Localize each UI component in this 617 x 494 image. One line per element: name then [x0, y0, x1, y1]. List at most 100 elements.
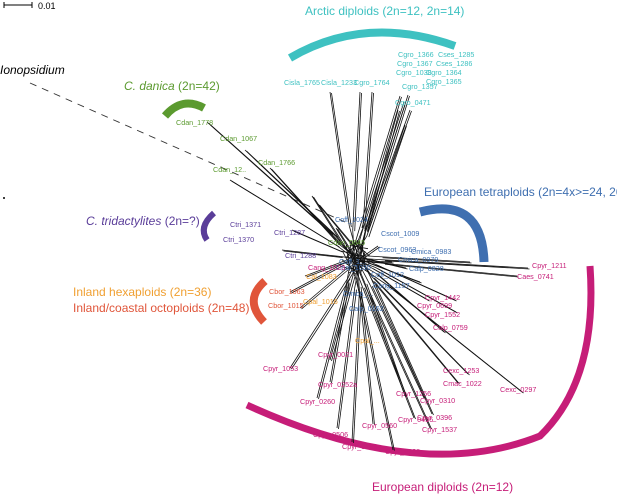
tridactylites-arc: [200, 210, 217, 242]
tip-label: Cgro_1367: [397, 59, 433, 68]
european-arc: [245, 265, 595, 458]
network-edge: [330, 233, 355, 259]
danica-tips: Cdan_1778 Cdan_1067 Cdan_1766 Cdan_12..: [176, 118, 295, 174]
arctic-arc: [287, 28, 457, 62]
network-edge: [304, 258, 349, 277]
european-tips: Cpyr_1211 Caes_0741 Cpyr_1442 Cpyr_0699 …: [263, 261, 567, 456]
network-edge: [337, 228, 355, 256]
tip-label: Ctri_1370: [223, 235, 254, 244]
network-edge: [360, 231, 367, 259]
network-edge: [384, 263, 519, 278]
tip-label: Cisla_1765: [284, 78, 320, 87]
tridactylites-count: (2n=?): [161, 214, 199, 228]
network-edge: [348, 226, 358, 256]
tip-label: Cmica_0979: [398, 255, 438, 264]
tip-label: Cpyr_0198: [342, 442, 377, 451]
tip-label: Cdan_0645: [328, 238, 365, 247]
network-edge: [352, 91, 361, 231]
network-edge: [364, 94, 409, 231]
tip-label: Cdan_1778: [176, 118, 213, 127]
tip-label: Cgro_1764: [354, 78, 390, 87]
tip-label: Cpyr_1256: [396, 389, 431, 398]
network-edge: [311, 195, 345, 248]
tip-label: Cpyr_0396: [417, 413, 452, 422]
network-edge: [281, 249, 341, 257]
tip-label: Cpyr_0260: [300, 397, 335, 406]
tridactylites-label: C. tridactylites (2n=?): [86, 214, 200, 228]
outgroup-label: Ionopsidium: [0, 63, 65, 77]
tip-label: Ctri_1371: [230, 220, 261, 229]
network-edge: [377, 268, 458, 314]
network-edge: [358, 290, 394, 451]
arctic-tips: Cgro_1366 Cgro_1367 Cgro_1038 Cgro_1764 …: [284, 50, 474, 107]
danica-name: C. danica: [124, 79, 175, 93]
tip-label: Cbor_1063: [269, 287, 305, 296]
tip-label: Cpyr_1211: [532, 261, 567, 270]
network-edge: [351, 293, 360, 443]
tip-label: Coff_1012: [371, 270, 404, 279]
network-edge: [319, 204, 356, 248]
arctic-label: Arctic diploids (2n=12, 2n=14): [305, 4, 464, 18]
network-edge: [348, 254, 352, 260]
network-edge: [318, 282, 350, 400]
tip-label: Cpyr_0252a: [318, 380, 357, 389]
network-edge: [316, 281, 348, 399]
network-edge: [301, 269, 349, 310]
tip-label: Cexc_1253: [443, 366, 479, 375]
network-edge: [289, 263, 343, 293]
octoploid-arc: [249, 277, 268, 325]
network-edge: [375, 284, 434, 416]
tip-label: Cpyr_0456: [398, 415, 433, 424]
tip-label: Cdan_12..: [213, 165, 246, 174]
tip-label: Cpyr_1053: [263, 364, 298, 373]
network-edge: [382, 257, 472, 264]
network-edge: [362, 91, 373, 229]
tip-label: Cmac_1022: [443, 379, 482, 388]
network-edge: [382, 259, 529, 269]
tip-label: Coff_1024: [335, 215, 368, 224]
network-edge: [354, 92, 362, 232]
network-edge: [345, 260, 361, 270]
network-edge: [208, 122, 334, 235]
network-edge: [340, 250, 361, 256]
dot-marker: [3, 197, 5, 199]
network-edge: [360, 286, 375, 426]
scale-bar-label: 0.01: [38, 1, 56, 11]
tip-label: Calp_0759: [433, 323, 468, 332]
tip-label: Cgro_0471: [395, 98, 431, 107]
network-edge: [291, 278, 351, 370]
network-edge: [373, 283, 433, 415]
network-edge: [369, 285, 425, 399]
tip-label: Cdan_1766: [258, 158, 295, 167]
tip-label: Cscot_1009: [381, 229, 419, 238]
tip-label: Cpyr_1442: [425, 293, 460, 302]
tip-label: Cpyr_0310: [420, 396, 455, 405]
tip-label: Ctri_1288: [285, 251, 316, 260]
tip-label: Cal_1083: [306, 272, 337, 281]
danica-label: C. danica (2n=42): [124, 79, 220, 93]
tip-label: Cisla_1233: [321, 78, 357, 87]
tip-label: Cbor_1015: [268, 301, 304, 310]
tridactylites-name: C. tridactylites: [86, 214, 161, 228]
network-edge: [366, 290, 431, 429]
tip-label: Caes_0741: [517, 272, 554, 281]
network-edge: [384, 260, 530, 270]
network-edge: [299, 268, 347, 309]
tip-label: Cpal_...: [355, 336, 380, 345]
network-edge: [372, 280, 459, 384]
network-edge: [374, 281, 460, 385]
network-edge: [371, 276, 469, 375]
network-edge: [364, 92, 374, 230]
european-label: European diploids (2n=12): [372, 480, 513, 494]
network-edge: [283, 250, 343, 258]
network-edge: [351, 227, 364, 259]
network-edge: [360, 254, 375, 285]
network-edge: [368, 291, 432, 430]
network-edge: [354, 260, 368, 291]
network-edge: [366, 124, 406, 237]
network-edge: [338, 289, 357, 430]
network-edge: [336, 288, 355, 429]
network-edge: [362, 257, 407, 269]
network-edge: [291, 264, 345, 294]
network-edge: [382, 262, 518, 277]
